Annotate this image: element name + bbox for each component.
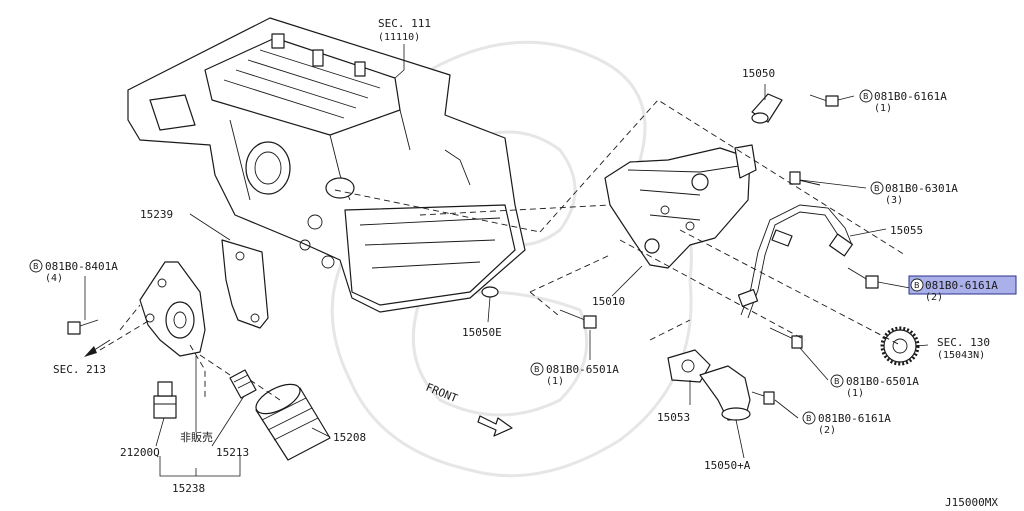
bolt-prefix-4: B <box>33 262 39 271</box>
bolt-badge-6 <box>830 374 844 388</box>
bolt-badge-1 <box>859 89 873 103</box>
assembly-lines <box>99 99 906 401</box>
label-15213[interactable]: 15213 <box>216 446 249 459</box>
label-bolt-1-qty: (1) <box>874 103 892 114</box>
bolt-prefix-2: B <box>874 184 880 193</box>
label-15050a[interactable]: 15050+A <box>704 459 751 472</box>
label-bolt-4-qty: (4) <box>45 273 63 284</box>
label-15208[interactable]: 15208 <box>333 431 366 444</box>
label-bolt-4[interactable]: 081B0-8401A <box>45 260 118 273</box>
bolt-badge-3 <box>910 278 924 292</box>
label-15055[interactable]: 15055 <box>890 224 923 237</box>
oil-filter[interactable] <box>252 378 331 461</box>
label-bolt-3-qty: (2) <box>925 292 943 303</box>
gasket-15239[interactable] <box>221 239 269 329</box>
label-not-sold: 非販売 <box>180 431 213 444</box>
bolt-prefix-5: B <box>534 365 540 374</box>
selected-part-highlight[interactable] <box>908 275 1017 295</box>
front-arrow-icon <box>477 415 513 437</box>
engine-block[interactable] <box>127 17 526 313</box>
oil-pressure-switch[interactable] <box>153 381 177 419</box>
label-bolt-6-qty: (1) <box>846 388 864 399</box>
label-15238[interactable]: 15238 <box>172 482 205 495</box>
label-bolt-1[interactable]: 081B0-6161A <box>874 90 947 103</box>
bolt-badge-7 <box>802 411 816 425</box>
label-bolt-3[interactable]: 081B0-6161A <box>925 279 998 292</box>
label-bolt-2[interactable]: 081B0-6301A <box>885 182 958 195</box>
arrow-sec213 <box>84 339 111 357</box>
filter-bracket[interactable] <box>139 261 206 357</box>
label-sec130: SEC. 130 <box>937 336 990 349</box>
label-sec213: SEC. 213 <box>53 363 106 376</box>
oil-pump-body[interactable] <box>604 144 757 269</box>
label-15239[interactable]: 15239 <box>140 208 173 221</box>
label-bolt-2-qty: (3) <box>885 195 903 206</box>
label-sec130-sub: (15043N) <box>937 350 985 361</box>
fitting-15050[interactable] <box>751 93 783 124</box>
diagram-code: J15000MX <box>945 496 998 509</box>
label-15050[interactable]: 15050 <box>742 67 775 80</box>
label-15050e[interactable]: 15050E <box>462 326 502 339</box>
leader-lines <box>84 44 929 477</box>
bolt-badge-5 <box>530 362 544 376</box>
connector-15213[interactable] <box>229 369 257 399</box>
label-sec111-sub: (11110) <box>378 32 420 43</box>
sprocket[interactable] <box>880 326 920 366</box>
label-sec111: SEC. 111 <box>378 17 431 30</box>
bolt-badge-2 <box>870 181 884 195</box>
label-bolt-7-qty: (2) <box>818 425 836 436</box>
label-bolt-5[interactable]: 081B0-6501A <box>546 363 619 376</box>
oil-strainer-pipe[interactable] <box>737 204 853 319</box>
elbow-15050a[interactable] <box>699 365 751 421</box>
label-15053[interactable]: 15053 <box>657 411 690 424</box>
bolt-prefix-6: B <box>834 377 840 386</box>
bolt-prefix-1: B <box>863 92 869 101</box>
label-bolt-6[interactable]: 081B0-6501A <box>846 375 919 388</box>
label-bolt-7[interactable]: 081B0-6161A <box>818 412 891 425</box>
bolt-graphics <box>67 94 879 405</box>
bolt-prefix-3: B <box>914 281 920 290</box>
bolt-prefix-7: B <box>806 414 812 423</box>
label-bolt-5-qty: (1) <box>546 376 564 387</box>
label-15010[interactable]: 15010 <box>592 295 625 308</box>
bolt-badge-4 <box>29 259 43 273</box>
label-21200q[interactable]: 21200Q <box>120 446 160 459</box>
o-ring-15050e[interactable] <box>481 286 499 298</box>
